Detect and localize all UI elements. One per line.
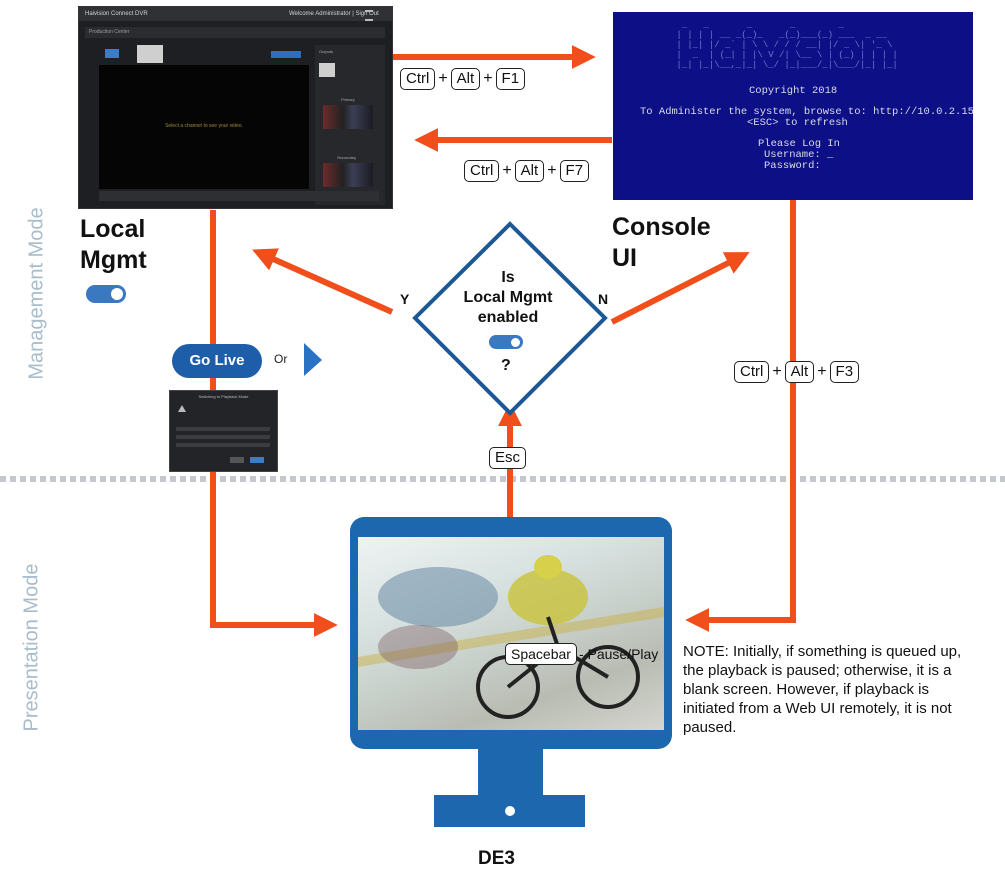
dialog-confirm-button	[250, 457, 264, 463]
esc-key: Esc	[489, 447, 527, 469]
go-live-button: Go Live	[172, 344, 262, 378]
playback-mode-dialog-screenshot: Switching to Playback Mode	[169, 390, 278, 472]
decision-toggle	[489, 335, 523, 349]
toggle-knob	[111, 288, 123, 300]
shortcut-ctrl-alt-f7: Ctrl+ Alt+ F7	[464, 160, 590, 182]
haivision-ascii-logo: _ _ _ _ _ | | | | __ _(_)_ _(_)___(_) __…	[676, 20, 898, 70]
play-triangle-icon	[304, 343, 322, 376]
mode-separator-line	[0, 476, 1005, 482]
f1-key: F1	[495, 68, 526, 90]
decision-question: Is Local Mgmt enabled	[463, 269, 553, 326]
dialog-row	[176, 427, 270, 431]
monitor-icon	[105, 49, 119, 58]
power-indicator-icon	[505, 806, 515, 816]
secondary-thumbnail	[323, 163, 373, 187]
outputs-label: Outputs	[319, 49, 334, 54]
cyclists-image	[358, 555, 664, 719]
primary-label: Primary	[341, 97, 355, 102]
local-sidebar: Outputs Primary Secondary	[315, 45, 385, 205]
ctrl-key: Ctrl	[734, 361, 770, 383]
ctrl-key: Ctrl	[464, 160, 500, 182]
console-refresh-line: <ESC> to refresh	[747, 117, 848, 129]
toggle-knob	[511, 337, 520, 347]
warning-icon	[178, 405, 186, 412]
spacebar-key: Spacebar	[505, 643, 577, 665]
console-password-line: Password:	[764, 160, 821, 172]
de3-label: DE3	[478, 848, 515, 869]
shortcut-ctrl-alt-f3: Ctrl+ Alt+ F3	[734, 361, 860, 383]
shortcut-esc: Esc	[489, 447, 527, 469]
spacebar-description: - Pause/Play	[578, 646, 659, 662]
monitor-stand	[478, 749, 543, 795]
console-username-line: Username: _	[764, 149, 834, 161]
local-mgmt-label: Local Mgmt	[80, 215, 147, 274]
console-login-line: Please Log In	[758, 138, 840, 150]
arrow-console-to-monitor	[685, 200, 796, 632]
console-admin-line: To Administer the system, browse to: htt…	[640, 106, 974, 118]
console-copyright: Copyright 2018	[749, 85, 838, 97]
dialog-row	[176, 443, 270, 447]
console-ui-label: Console UI	[612, 213, 711, 272]
dialog-cancel-button	[230, 457, 244, 463]
ctrl-key: Ctrl	[400, 68, 436, 90]
secondary-label: Secondary	[337, 155, 357, 160]
console-screenshot: _ _ _ _ _ | | | | __ _(_)_ _(_)___(_) __…	[613, 12, 974, 200]
local-mgmt-toggle	[86, 285, 126, 303]
output-avatar	[319, 63, 335, 77]
decision-no-label: N	[598, 291, 609, 307]
local-panel-title: Production Center	[85, 27, 385, 38]
f3-key: F3	[829, 361, 860, 383]
local-user-text: Welcome Administrator | Sign Out	[289, 11, 379, 17]
local-video-area: Select a channel to see your video.	[99, 65, 309, 189]
decision-question-mark: ?	[501, 357, 511, 374]
alt-key: Alt	[514, 160, 545, 182]
local-playback-bar	[99, 191, 379, 201]
f7-key: F7	[559, 160, 590, 182]
playback-note: NOTE: Initially, if something is queued …	[683, 643, 962, 736]
spacebar-shortcut: Spacebar - Pause/Play	[505, 643, 658, 665]
alt-key: Alt	[784, 361, 815, 383]
local-mgmt-screenshot: Haivision Connect DVR Welcome Administra…	[78, 6, 393, 209]
record-button	[271, 51, 301, 58]
menu-icon	[365, 10, 373, 21]
monitor-screen-cyclists	[358, 537, 664, 730]
local-app-title: Haivision Connect DVR	[85, 11, 148, 17]
video-hint: Select a channel to see your video.	[165, 123, 243, 129]
avatar	[137, 45, 163, 63]
or-label: Or	[274, 352, 288, 366]
shortcut-ctrl-alt-f1: Ctrl+ Alt+ F1	[400, 68, 526, 90]
dialog-title: Switching to Playback Mode	[198, 394, 249, 399]
alt-key: Alt	[450, 68, 481, 90]
arrow-yes-to-local	[252, 248, 394, 315]
arrow-no-to-console	[610, 252, 750, 325]
decision-diamond	[412, 221, 608, 416]
local-app-header: Haivision Connect DVR Welcome Administra…	[79, 7, 392, 21]
decision-yes-label: Y	[400, 291, 410, 307]
dialog-row	[176, 435, 270, 439]
primary-thumbnail	[323, 105, 373, 129]
